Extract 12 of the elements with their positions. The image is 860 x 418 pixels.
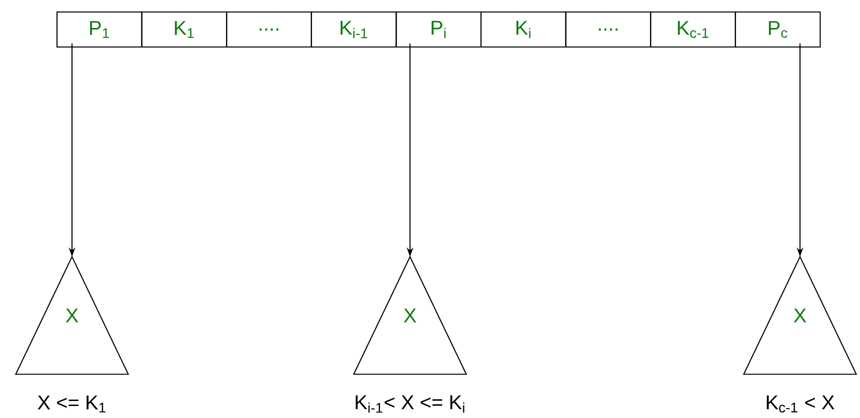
array-cell: P$_{c}$	[734, 11, 821, 48]
array-cell: K$_{i-1}$	[310, 11, 397, 48]
array-cell: P$_{i}$	[396, 11, 482, 48]
array-cell: K$_{i}$	[480, 11, 566, 48]
array-cell: K$_{1}$	[141, 11, 228, 48]
range-caption: K$_{i-1}$< X <= K$_{i}$	[356, 395, 464, 413]
array-cell: K$_{c-1}$	[650, 11, 736, 48]
array-cell: ....	[226, 11, 312, 48]
array-cell: ....	[565, 11, 652, 48]
range-caption: X <= K$_{1}$	[38, 396, 106, 412]
range-caption: K$_{c-1}$ < X	[766, 396, 834, 412]
array-cell: P$_{1}$	[56, 11, 142, 48]
